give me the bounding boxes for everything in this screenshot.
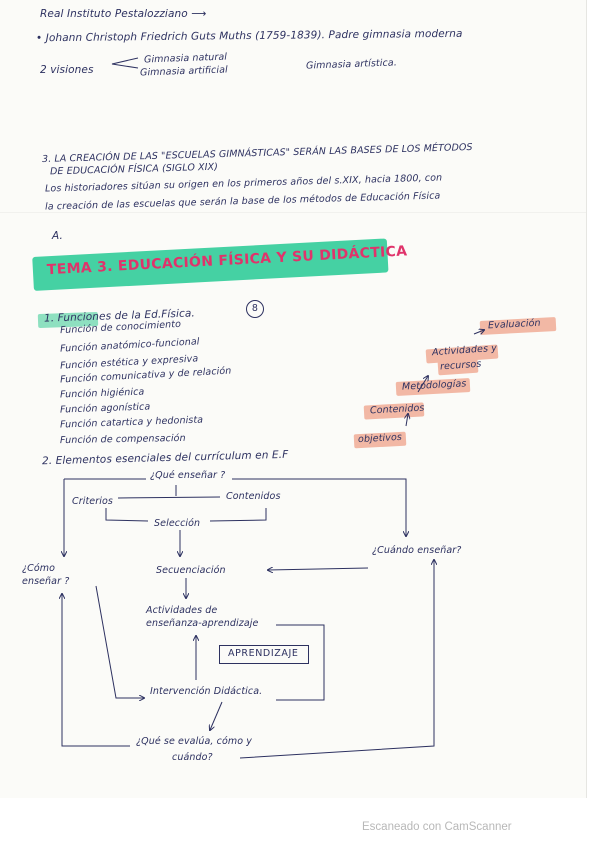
connector — [473, 330, 484, 334]
functions-count-badge: 8 — [246, 300, 264, 318]
connector — [239, 560, 434, 759]
aprendizaje-box — [219, 645, 309, 664]
node-aprendizaje: APRENDIZAJE — [228, 648, 299, 659]
camscanner-watermark: Escaneado con CamScanner — [362, 821, 512, 833]
node-intervencion: Intervención Didáctica. — [150, 686, 263, 697]
node-actividades-line-2: enseñanza-aprendizaje — [146, 618, 259, 629]
connector — [209, 508, 267, 522]
node-seleccion: Selección — [154, 518, 201, 529]
connector — [95, 585, 144, 698]
visions-bracket — [111, 57, 139, 69]
node-contenidos: Contenidos — [226, 491, 281, 502]
header-line-1: Real Instituto Pestalozziano ⟶ — [40, 8, 207, 20]
node-como-line-1: ¿Cómo — [22, 563, 56, 574]
connector — [276, 624, 325, 701]
node-evalua-line-2: cuándo? — [172, 752, 213, 763]
scanned-page: Real Instituto Pestalozziano ⟶ • Johann … — [0, 8, 586, 763]
connector — [406, 414, 408, 427]
connector — [417, 376, 428, 393]
node-criterios: Criterios — [72, 496, 113, 507]
item-a: A. — [52, 230, 63, 242]
connector — [105, 508, 149, 522]
page-fold — [0, 212, 586, 213]
diagram-connectors — [0, 57, 586, 759]
connector — [210, 701, 223, 730]
node-secuenciacion: Secuenciación — [156, 565, 226, 576]
node-actividades-line-1: Actividades de — [146, 605, 218, 616]
node-como-line-2: enseñar ? — [22, 576, 70, 587]
node-evalua-line-1: ¿Qué se evalúa, cómo y — [136, 736, 252, 747]
node-que-ensenar: ¿Qué enseñar ? — [150, 470, 226, 481]
node-cuando-ensenar: ¿Cuándo enseñar? — [372, 545, 462, 556]
connector — [117, 496, 221, 499]
connector — [62, 594, 130, 747]
connector — [268, 568, 369, 570]
connector — [232, 478, 406, 536]
two-visions-label: 2 visiones — [40, 64, 94, 76]
